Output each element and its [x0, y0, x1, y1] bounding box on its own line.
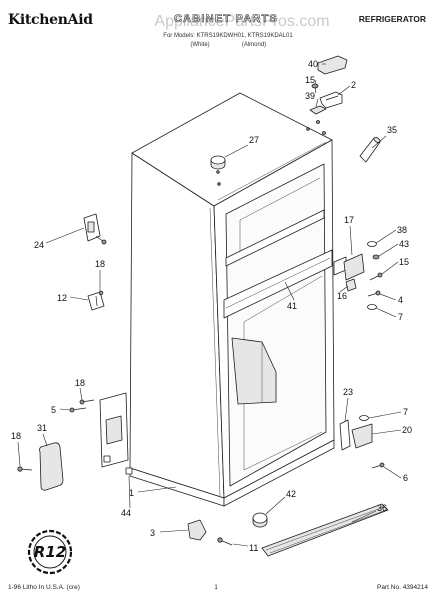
brand-logo: KitchenAid: [8, 12, 93, 28]
model-list: For Models: KTRS19KDWH01, KTRS19KDAL01: [163, 33, 293, 39]
callout-24: 24: [34, 240, 44, 250]
part-5-18-screws: [69, 399, 95, 413]
part-4-screw: [367, 290, 381, 297]
callouts: 40 15 2 39 35 27 24 17 38 43 15 18 12 41…: [11, 59, 412, 553]
interior-step-liner: [231, 337, 277, 405]
cabinet-left-side: [129, 152, 225, 499]
callout-2: 2: [351, 80, 356, 90]
parts: [17, 55, 389, 557]
callout-1: 1: [129, 488, 134, 498]
part-12-18-hinge: [87, 290, 105, 311]
callout-40: 40: [308, 59, 318, 69]
callout-41: 41: [287, 301, 297, 311]
base-clip: [103, 455, 111, 463]
callout-11: 11: [249, 543, 258, 553]
part-20-hinge: [351, 423, 373, 449]
callout-44: 44: [121, 508, 131, 518]
callout-18-lower: 18: [11, 431, 21, 441]
part-2-bracket: [319, 91, 343, 109]
part-7-lower-washer: [359, 415, 369, 421]
part-38-washer: [367, 241, 377, 247]
callout-18-upper: 18: [95, 259, 105, 269]
callout-4: 4: [398, 295, 403, 305]
part-11-screw: [217, 537, 233, 546]
watermark: AppliancePartsPros.com: [154, 13, 329, 30]
part-39: [309, 105, 327, 115]
leader-lines: [17, 63, 402, 547]
callout-6: 6: [403, 473, 408, 483]
callout-38: 38: [397, 225, 407, 235]
part-23-bracket: [339, 419, 351, 451]
header: KitchenAid AppliancePartsPros.com CABINE…: [8, 12, 426, 48]
callout-39: 39: [305, 91, 315, 101]
part-18-screw: [17, 466, 33, 472]
callout-20: 20: [402, 425, 412, 435]
r12-badge: R12: [27, 529, 73, 575]
part-16: [345, 278, 357, 292]
part-3: [187, 519, 207, 541]
callout-5: 5: [51, 405, 56, 415]
part-43: [372, 254, 380, 260]
part-15-hinge-screw: [369, 272, 383, 281]
base-clip: [125, 467, 133, 475]
part-35: [359, 137, 381, 163]
callout-31: 31: [37, 423, 47, 433]
page-title: CABINET PARTS: [174, 13, 278, 25]
part-17-hinge-bracket: [333, 253, 365, 281]
callout-15-hinge: 15: [399, 257, 409, 267]
page-number: 1: [214, 584, 218, 591]
cabinet-front-base: [223, 439, 335, 507]
part-42: [252, 512, 268, 528]
callout-36: 36: [377, 503, 387, 513]
divider-mullion: [223, 249, 333, 319]
callout-18-side: 18: [75, 378, 85, 388]
r12-badge-text: R12: [34, 543, 66, 561]
callout-23: 23: [343, 387, 353, 397]
callout-27: 27: [249, 135, 259, 145]
part-27-cap: [210, 155, 226, 170]
color-white-label: (White): [190, 42, 209, 48]
part-number: Part No. 4394214: [377, 584, 428, 591]
callout-15-top: 15: [305, 75, 315, 85]
footer: 1-96 Litho In U.S.A. (cre) 1 Part No. 43…: [8, 584, 428, 591]
part-40: [317, 55, 348, 75]
part-36-kickplate: [261, 503, 389, 557]
freezer-floor: [225, 209, 325, 267]
cabinet: [99, 92, 335, 507]
callout-35: 35: [387, 125, 397, 135]
callout-3: 3: [150, 528, 155, 538]
callout-16: 16: [337, 291, 347, 301]
part-31-cover: [39, 442, 64, 491]
color-almond-label: (Almond): [242, 42, 266, 48]
litho-note: 1-96 Litho In U.S.A. (cre): [8, 584, 80, 591]
callout-43: 43: [399, 239, 409, 249]
callout-17: 17: [344, 215, 354, 225]
callout-7-lower: 7: [403, 407, 408, 417]
category-label: REFRIGERATOR: [359, 14, 426, 24]
callout-12: 12: [57, 293, 67, 303]
callout-7-upper: 7: [398, 312, 403, 322]
part-7-washer: [367, 304, 377, 310]
part-6-screw: [371, 462, 385, 469]
callout-42: 42: [286, 489, 296, 499]
cabinet-opening: [225, 163, 327, 487]
side-plate-slot: [105, 415, 123, 445]
part-24: [83, 213, 107, 245]
